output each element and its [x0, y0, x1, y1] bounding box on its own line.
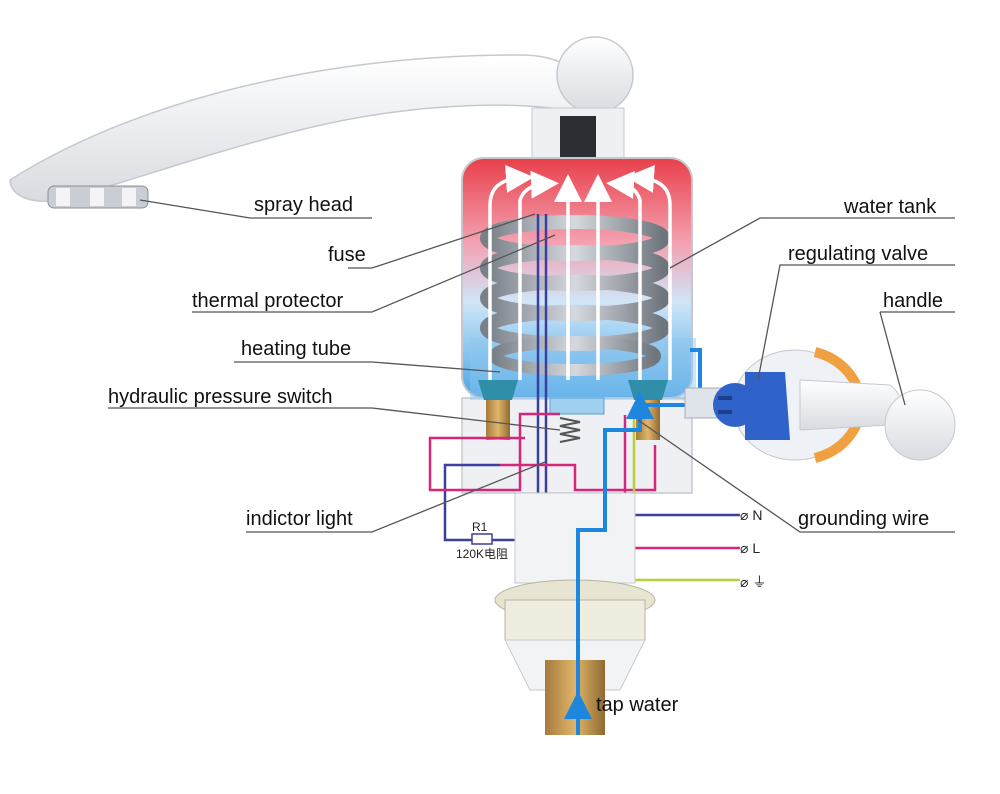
- label-fuse: fuse: [328, 244, 366, 266]
- label-handle: handle: [883, 290, 944, 312]
- label-water-tank: water tank: [844, 196, 937, 218]
- resistor-r1: [471, 533, 493, 545]
- pressure-switch-spring: [559, 417, 581, 443]
- cold-water-pipe: [564, 348, 702, 735]
- label-heating-tube: heating tube: [241, 338, 352, 360]
- label-indicator-light: indictor light: [246, 508, 353, 530]
- regulating-valve: [684, 347, 866, 463]
- label-tap-water: tap water: [596, 694, 679, 716]
- resistor-value: 120K电阻: [456, 547, 509, 561]
- terminal-live: ⌀ L: [740, 540, 761, 556]
- resistor-name: R1: [472, 520, 488, 534]
- label-thermal-protector: thermal protector: [192, 290, 344, 312]
- leader-lines: [108, 199, 955, 533]
- terminal-ground: ⌀ ⏚: [740, 574, 767, 590]
- label-hydraulic-pressure-switch: hydraulic pressure switch: [108, 386, 333, 408]
- terminal-neutral: ⌀ N: [740, 507, 763, 523]
- label-spray-head: spray head: [254, 194, 353, 216]
- heating-tube-coil: [480, 215, 670, 376]
- label-regulating-valve: regulating valve: [788, 243, 929, 265]
- spray-head-nozzle: [47, 185, 149, 209]
- handle-lever: [799, 379, 956, 461]
- neck: [531, 107, 625, 165]
- base-mount: [494, 492, 656, 735]
- label-grounding-wire: grounding wire: [798, 508, 930, 530]
- electrode-terminals: [478, 380, 668, 440]
- water-flow-arrows: [488, 164, 672, 380]
